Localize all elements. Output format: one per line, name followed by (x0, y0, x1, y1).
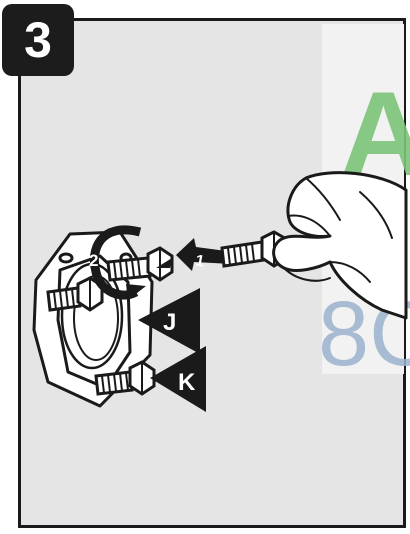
pointer-j-label: J (163, 309, 176, 336)
pointer-k-label: K (178, 369, 196, 396)
arrow-1-label: 1 (194, 252, 206, 270)
arrow-2-label: 2 (89, 251, 98, 270)
